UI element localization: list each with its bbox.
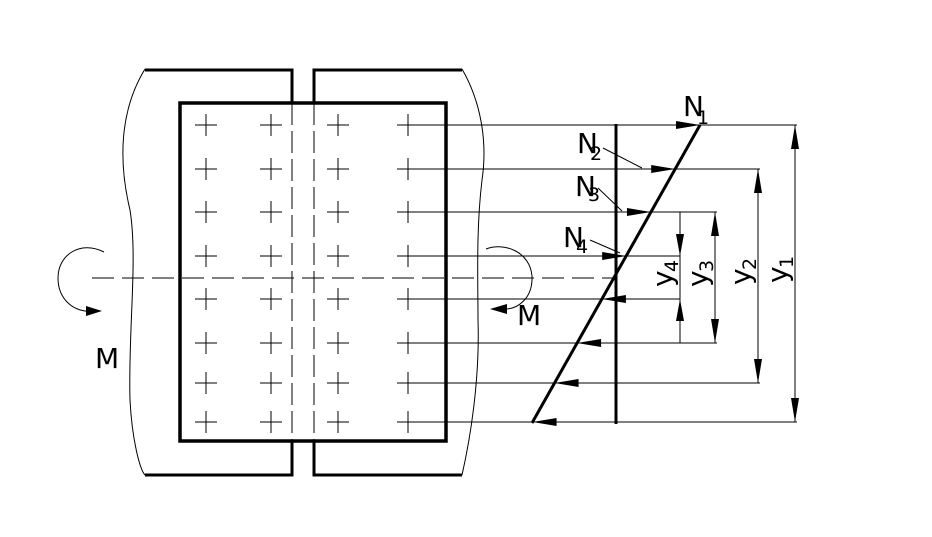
- moment-right-label: M: [517, 299, 541, 332]
- bolt-cross-icon: [195, 332, 217, 354]
- force-label-n1: N 1: [683, 90, 709, 129]
- leader-n2: [602, 147, 643, 169]
- bolt-cross-icon: [260, 158, 282, 180]
- bolt-cross-icon: [260, 372, 282, 394]
- leader-n4: [589, 239, 621, 254]
- force-arrowhead-icon: [651, 165, 676, 173]
- bolt-cross-icon: [327, 372, 349, 394]
- bolt-group: [195, 114, 419, 433]
- svg-text:2: 2: [739, 258, 761, 270]
- bolt-cross-icon: [327, 332, 349, 354]
- bottom-right-flange: [312, 441, 462, 477]
- bolt-cross-icon: [327, 114, 349, 136]
- bolt-cross-icon: [195, 158, 217, 180]
- svg-text:3: 3: [588, 184, 600, 206]
- bolt-cross-icon: [327, 201, 349, 223]
- svg-text:2: 2: [590, 143, 602, 165]
- dimension-line: [711, 212, 719, 343]
- force-lines: [408, 124, 797, 423]
- joint-gap-lines: [291, 103, 315, 441]
- dimension-line: [676, 212, 684, 343]
- force-arrowhead-icon: [554, 379, 579, 387]
- stress-distribution-line: [530, 124, 702, 424]
- dimension-labels: y 4 y 3 y 2 y 1: [646, 256, 798, 287]
- moment-right-arrowhead-icon: [490, 304, 507, 314]
- left-break-line: [122, 68, 146, 476]
- dimension-lines: [676, 125, 799, 422]
- splice-plate: [178, 101, 448, 443]
- bolt-cross-icon: [195, 372, 217, 394]
- bolt-cross-icon: [195, 411, 217, 433]
- bolt-cross-icon: [260, 201, 282, 223]
- beam-outline: [122, 68, 485, 476]
- force-label-n4: N 4: [563, 221, 621, 258]
- svg-text:N: N: [575, 170, 596, 203]
- dim-label-y2: y 2: [724, 258, 761, 285]
- top-left-flange: [145, 68, 294, 103]
- moment-left-arc-icon: [57, 247, 105, 312]
- bolt-cross-icon: [327, 411, 349, 433]
- svg-text:y: y: [681, 270, 714, 287]
- force-labels: N 1 N 2 N 3 N 4: [563, 90, 709, 258]
- bolt-cross-icon: [195, 245, 217, 267]
- svg-text:y: y: [724, 268, 757, 285]
- svg-text:1: 1: [776, 256, 798, 268]
- force-arrowhead-icon: [601, 295, 626, 303]
- bolt-cross-icon: [260, 332, 282, 354]
- force-arrowhead-icon: [626, 208, 651, 216]
- dim-label-y4: y 4: [646, 260, 683, 287]
- moment-right: M: [485, 246, 541, 332]
- svg-text:N: N: [683, 90, 704, 123]
- bolt-cross-icon: [195, 201, 217, 223]
- bolt-force-arrows: [532, 121, 700, 426]
- svg-text:4: 4: [661, 260, 683, 272]
- bolt-cross-icon: [260, 288, 282, 310]
- force-label-n3: N 3: [575, 170, 623, 212]
- dimension-line: [754, 169, 762, 383]
- bolt-cross-icon: [260, 114, 282, 136]
- dim-label-y1: y 1: [761, 256, 798, 283]
- dimension-line: [791, 125, 799, 422]
- svg-text:N: N: [563, 221, 584, 254]
- moment-left-arrowhead-icon: [86, 306, 102, 316]
- bolt-cross-icon: [327, 288, 349, 310]
- force-label-n2: N 2: [577, 127, 643, 169]
- bolt-cross-icon: [195, 288, 217, 310]
- bolt-cross-icon: [195, 114, 217, 136]
- force-arrowhead-icon: [602, 252, 627, 260]
- moment-right-arc-icon: [485, 246, 533, 310]
- moment-left: M: [57, 247, 119, 375]
- splice-flanges: [145, 68, 462, 477]
- bolt-cross-icon: [260, 245, 282, 267]
- svg-text:4: 4: [576, 236, 588, 258]
- bolt-cross-icon: [327, 245, 349, 267]
- bolt-cross-icon: [260, 411, 282, 433]
- right-break-line: [461, 68, 485, 476]
- svg-text:y: y: [761, 266, 794, 283]
- moment-left-label: M: [95, 342, 119, 375]
- force-arrowhead-icon: [676, 121, 700, 129]
- bottom-left-flange: [145, 441, 294, 477]
- svg-text:N: N: [577, 127, 598, 160]
- bolt-cross-icon: [327, 158, 349, 180]
- force-arrowhead-icon: [532, 418, 557, 426]
- leader-n3: [597, 187, 623, 212]
- force-arrowhead-icon: [577, 339, 602, 347]
- dim-label-y3: y 3: [681, 260, 718, 287]
- svg-text:3: 3: [696, 260, 718, 272]
- svg-text:y: y: [646, 270, 679, 287]
- top-right-flange: [312, 68, 462, 103]
- svg-text:1: 1: [697, 107, 709, 129]
